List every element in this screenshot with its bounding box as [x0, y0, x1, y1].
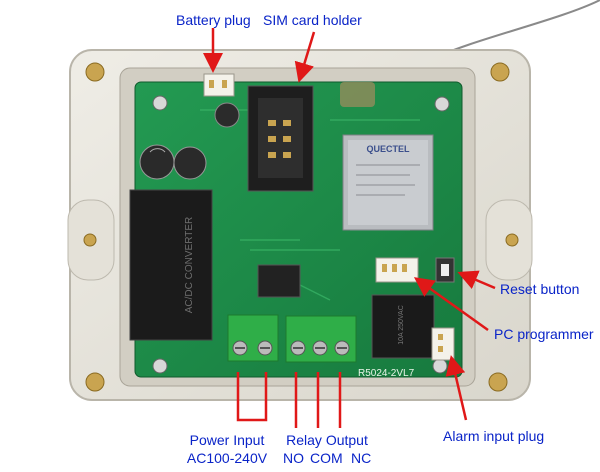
power-terminal-block: [227, 314, 279, 362]
converter-print: AC/DC CONVERTER: [184, 217, 195, 314]
label-power-input: Power Input: [189, 432, 265, 448]
label-relay-no: NO: [283, 450, 304, 466]
model-print: R5024-2VL7: [358, 368, 415, 379]
capacitor: [214, 102, 240, 128]
relay-terminal-block: [285, 315, 357, 363]
label-reset-button: Reset button: [500, 281, 580, 297]
relay: 10A 250VAC: [371, 294, 435, 359]
screw-hole: [83, 233, 97, 247]
svg-text:10A 250VAC: 10A 250VAC: [398, 305, 405, 345]
screw-hole: [490, 62, 510, 82]
capacitor: [139, 144, 175, 180]
arrow-pc-programmer: [413, 277, 489, 332]
capacitor: [173, 146, 207, 180]
pointer-arrows: [203, 28, 496, 428]
screw-hole: [488, 372, 508, 392]
label-relay-output: Relay Output: [286, 432, 368, 448]
acdc-converter: AC/DC CONVERTER: [129, 189, 213, 341]
label-sim-card-holder: SIM card holder: [263, 12, 362, 28]
label-pc-programmer: PC programmer: [494, 326, 594, 342]
battery-plug-connector: [203, 73, 235, 97]
module-brand: QUECTEL: [366, 144, 410, 154]
screw-hole: [85, 62, 105, 82]
arrow-sim: [294, 31, 316, 83]
label-power-range: AC100-240V: [186, 450, 268, 466]
sim-card-holder: [247, 85, 314, 192]
arrow-alarm: [445, 355, 468, 421]
arrow-reset: [457, 270, 496, 290]
mcu-chip: [257, 264, 301, 298]
label-relay-com: COM: [310, 450, 343, 466]
screw-hole: [505, 233, 519, 247]
quectel-module: QUECTEL: [342, 134, 434, 231]
bracket-power: [236, 372, 268, 422]
label-battery-plug: Battery plug: [176, 12, 251, 28]
label-relay-nc: NC: [351, 450, 372, 466]
screw-hole: [85, 372, 105, 392]
label-alarm-input-plug: Alarm input plug: [443, 428, 545, 444]
alarm-input-plug: [431, 327, 455, 361]
